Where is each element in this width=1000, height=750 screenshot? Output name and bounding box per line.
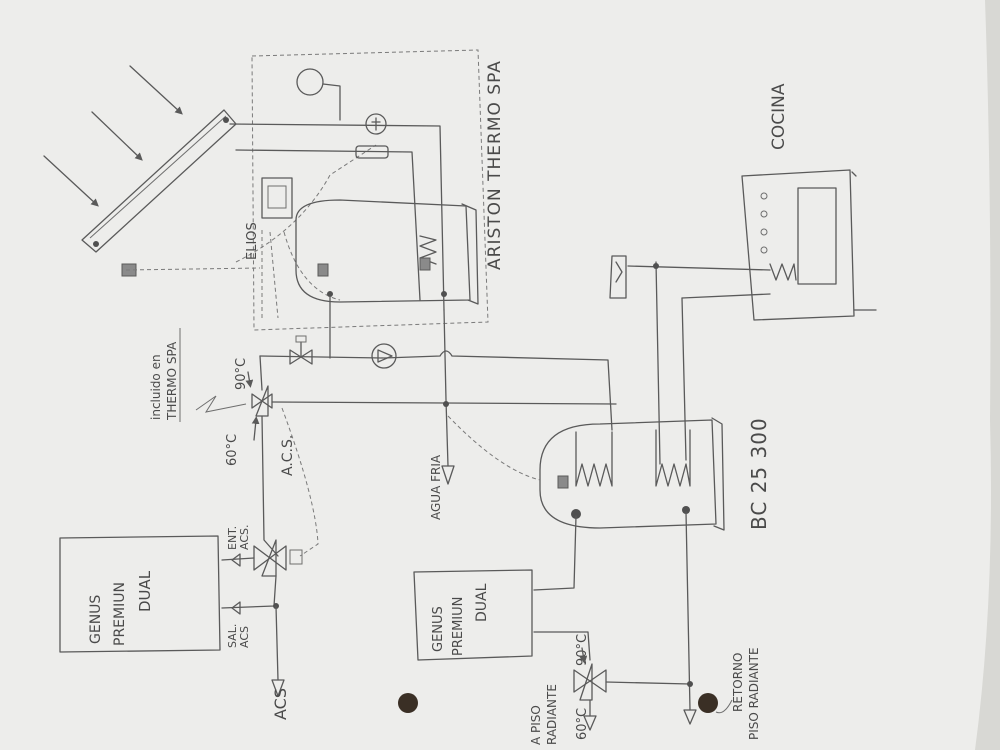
pump-icon: [371, 343, 397, 369]
cold-water-pipe: [443, 309, 449, 467]
ent-acs-line2: ACS.: [238, 525, 251, 551]
punch-hole-icon: [398, 693, 718, 713]
three-way-valve-left: [221, 539, 303, 697]
floor-return-line1: RETORNO: [731, 653, 745, 712]
temp-floor-bottom: 60°C: [575, 708, 590, 740]
sal-acs-line2: ACS: [238, 626, 251, 648]
temp-mixer-top: 90°C: [234, 358, 249, 390]
acs-vertical-pipe: [261, 415, 279, 557]
valve-icon: [289, 335, 313, 365]
buffer-tank-model: BC 25 300: [747, 417, 771, 530]
solar-storage-tank: [295, 199, 479, 305]
solar-dashed-link: [235, 144, 377, 263]
kitchen-stove: [741, 169, 877, 321]
boiler-right-line1: GENUS: [431, 606, 446, 652]
boiler-left-line2: PREMIUN: [112, 582, 128, 646]
kitchen-return-pipe: [681, 293, 771, 299]
floor-supply-pipe: [533, 515, 577, 591]
boiler-right-line2: PREMIUN: [451, 597, 466, 656]
boiler-right: [413, 569, 533, 661]
mixing-valve-note-2: THERMO SPA: [165, 341, 179, 421]
kitchen-flow-pipe: [627, 265, 771, 271]
solar-flow-pipe: [229, 123, 445, 311]
thermometer-icon: [365, 113, 387, 135]
floor-valve-icon: [573, 663, 691, 731]
cold-water-label: AGUA FRIA: [429, 454, 443, 520]
floor-return-pipe: [685, 511, 691, 711]
temp-mixer-left: 60°C: [225, 434, 240, 466]
mixing-valve-note-1: incluido en: [149, 354, 163, 420]
sal-acs-line1: SAL.: [226, 624, 239, 648]
floor-supply-line1: A PISO: [529, 705, 543, 745]
boiler-left-line3: DUAL: [136, 570, 154, 612]
solar-return-pipe: [235, 149, 421, 301]
acs-main-pipe: [259, 350, 613, 431]
elios-label: ELIOS: [245, 222, 260, 260]
elios-controller: [261, 177, 341, 320]
sun-rays-icon: [43, 65, 183, 207]
boiler-left-line1: GENUS: [88, 595, 104, 644]
floor-supply-line2: RADIANTE: [545, 684, 559, 745]
acs-output-label: ACS: [271, 688, 290, 720]
boiler-left: [59, 535, 221, 653]
ent-acs-line1: ENT.: [226, 526, 239, 550]
thermo-spa-enclosure: [251, 49, 489, 331]
boiler-right-line3: DUAL: [474, 583, 490, 622]
floor-return-line2: PISO RADIANTE: [747, 647, 761, 740]
ariston-thermo-spa-label: ARISTON THERMO SPA: [485, 60, 505, 270]
expansion-vessel: [296, 68, 341, 121]
acs-vertical-label: A.C.S.: [280, 435, 296, 476]
kitchen-label: COCINA: [769, 83, 789, 150]
buffer-tank: [539, 417, 725, 531]
